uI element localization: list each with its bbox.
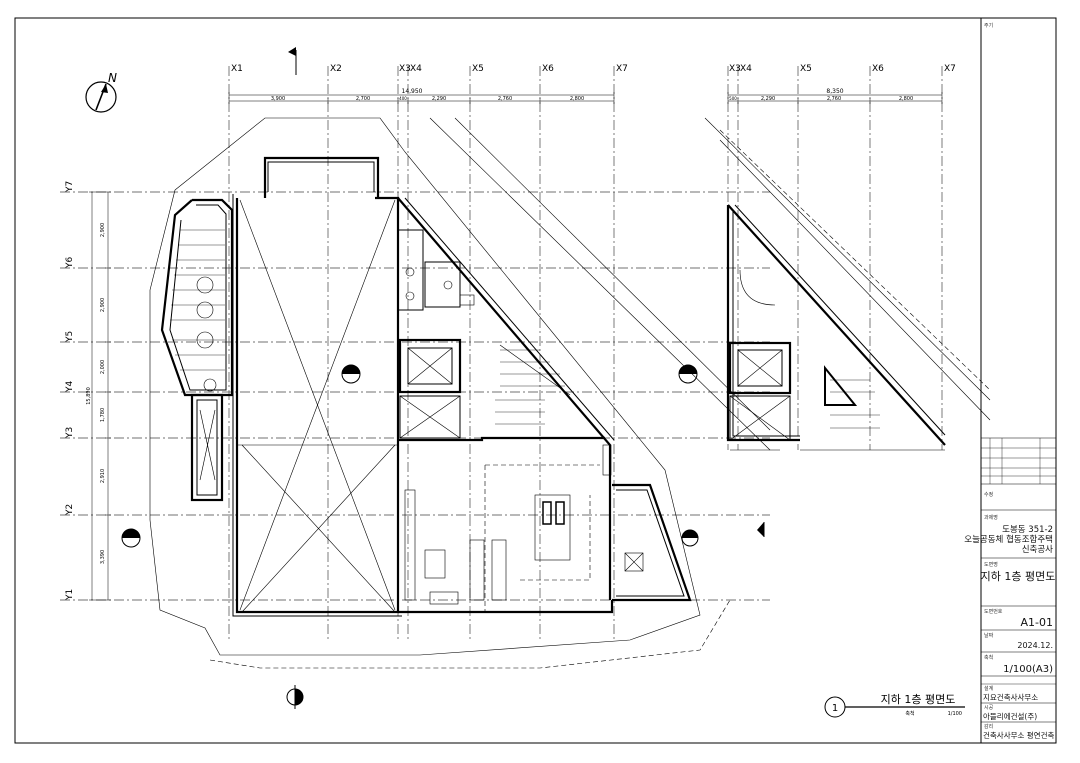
tb-project-line-1: 도봉동 351-2 bbox=[1002, 525, 1053, 535]
tb-construction-label: 시공 bbox=[984, 705, 994, 711]
core-rooms bbox=[397, 229, 571, 439]
grid-label-x3: X3 bbox=[399, 64, 411, 74]
title-block: 주기 수정 과제명 도봉동 351-2 오늘공동체 협동조합주택 신축공사 도면… bbox=[964, 22, 1056, 740]
plan-caption-scale-value: 1/100 bbox=[948, 711, 962, 717]
grid-label-x7: X7 bbox=[616, 64, 628, 74]
view-flag-top bbox=[288, 47, 297, 75]
dimensions-left: 15,890 2,900 2,900 2,000 1,780 2,910 3,3… bbox=[86, 191, 111, 601]
tb-supervision-firm: 건축사사무소 평연건축 bbox=[983, 730, 1054, 740]
tb-notes-label: 주기 bbox=[984, 22, 993, 29]
tb-scale-label: 축척 bbox=[984, 654, 993, 661]
grid-labels-x-right: X3 X4 X5 X6 X7 bbox=[729, 64, 956, 74]
dim-main-4: 2,290 bbox=[432, 96, 446, 102]
grid-label-y7: Y7 bbox=[65, 181, 75, 193]
tb-drawing-no-label: 도면번호 bbox=[984, 608, 1003, 615]
grid-label-y2: Y2 bbox=[65, 504, 75, 516]
dimensions-right: 8,350 500 2,290 2,760 2,800 bbox=[727, 88, 943, 104]
grid-label-x4-right: X4 bbox=[740, 64, 752, 74]
lower-right-furniture bbox=[404, 444, 644, 612]
tb-design-label: 설계 bbox=[984, 685, 994, 692]
dim-right-3: 2,760 bbox=[827, 96, 841, 102]
tb-drawing-no: A1-01 bbox=[1021, 616, 1054, 629]
tb-date: 2024.12. bbox=[1017, 641, 1053, 650]
section-marker-right bbox=[678, 364, 698, 384]
tb-construction-firm: 아뜰리에건설(주) bbox=[983, 711, 1037, 721]
tb-date-label: 날짜 bbox=[984, 632, 994, 639]
grid-label-y1: Y1 bbox=[65, 589, 75, 601]
section-marker-south bbox=[286, 685, 304, 709]
section-marker-bottom bbox=[121, 528, 141, 548]
main-building-walls bbox=[160, 156, 692, 617]
grid-label-y6: Y6 bbox=[65, 257, 75, 269]
section-marker-right-bottom bbox=[681, 529, 699, 547]
north-arrow-icon: N bbox=[85, 71, 117, 113]
revision-table bbox=[981, 437, 1056, 485]
dim-right-4: 2,800 bbox=[899, 96, 913, 102]
dim-main-total: 14,950 bbox=[402, 88, 423, 95]
plan-caption-title: 지하 1층 평면도 bbox=[881, 692, 956, 706]
dim-left-2: 2,900 bbox=[100, 298, 106, 312]
tb-project-line-2: 오늘공동체 협동조합주택 bbox=[964, 534, 1053, 545]
tb-supervision-label: 감리 bbox=[984, 723, 993, 730]
plan-caption-scale-label: 축척 bbox=[905, 710, 914, 717]
tb-project-label: 과제명 bbox=[984, 514, 998, 521]
dim-left-3: 2,000 bbox=[100, 360, 106, 374]
dim-main-6: 2,800 bbox=[570, 96, 584, 102]
grid-label-x2: X2 bbox=[330, 64, 342, 74]
dim-right-1: 500 bbox=[729, 96, 737, 101]
dim-left-4: 1,780 bbox=[100, 408, 106, 422]
plan-caption: 1 지하 1층 평면도 축척 1/100 bbox=[824, 692, 965, 718]
view-flag-right bbox=[757, 522, 765, 537]
dim-main-1: 3,900 bbox=[271, 96, 285, 102]
tb-scale: 1/100(A3) bbox=[1003, 664, 1053, 675]
grid-labels-x-main: X1 X2 X3 X4 X5 X6 X7 bbox=[231, 64, 628, 74]
dim-right-total: 8,350 bbox=[826, 88, 843, 95]
dim-main-2: 2,700 bbox=[356, 96, 370, 102]
dim-left-5: 2,910 bbox=[100, 469, 106, 483]
dim-left-1: 2,900 bbox=[100, 223, 106, 237]
right-partial-plan bbox=[726, 204, 946, 451]
grid-label-x5: X5 bbox=[472, 64, 484, 74]
north-label: N bbox=[108, 71, 117, 85]
plan-caption-number: 1 bbox=[832, 703, 838, 714]
tb-drawing-label: 도면명 bbox=[984, 561, 998, 568]
section-markers bbox=[121, 47, 765, 709]
grid-label-x6: X6 bbox=[542, 64, 554, 74]
sheet-border bbox=[14, 17, 1057, 744]
grid-lines bbox=[60, 66, 943, 640]
tb-project-line-3: 신축공사 bbox=[1022, 545, 1053, 555]
dim-left-total: 15,890 bbox=[86, 387, 92, 405]
grid-label-y5: Y5 bbox=[65, 331, 75, 343]
hall-diagonals bbox=[237, 199, 398, 613]
tb-drawing-title: 지하 1층 평면도 bbox=[981, 569, 1056, 583]
dim-left-6: 3,390 bbox=[100, 550, 106, 564]
tb-revision-label: 수정 bbox=[984, 491, 993, 498]
dim-main-5: 2,760 bbox=[498, 96, 512, 102]
grid-label-x6-right: X6 bbox=[872, 64, 884, 74]
dim-right-2: 2,290 bbox=[761, 96, 775, 102]
grid-labels-y: Y7 Y6 Y5 Y4 Y3 Y2 Y1 bbox=[65, 181, 75, 601]
grid-label-x5-right: X5 bbox=[800, 64, 812, 74]
left-stair bbox=[170, 229, 225, 481]
grid-label-y4: Y4 bbox=[65, 381, 75, 393]
section-marker-left bbox=[341, 364, 361, 384]
site-boundary bbox=[149, 117, 991, 669]
grid-label-x3-right: X3 bbox=[729, 64, 741, 74]
dim-main-3: 400 bbox=[399, 96, 407, 101]
tb-design-firm: 지요건축사사무소 bbox=[983, 692, 1038, 702]
dimensions-main: 14,950 3,900 2,700 400 2,290 2,760 2,800 bbox=[228, 88, 615, 104]
grid-label-x4: X4 bbox=[410, 64, 422, 74]
grid-label-x7-right: X7 bbox=[944, 64, 956, 74]
grid-label-x1: X1 bbox=[231, 64, 243, 74]
grid-label-y3: Y3 bbox=[65, 427, 75, 439]
